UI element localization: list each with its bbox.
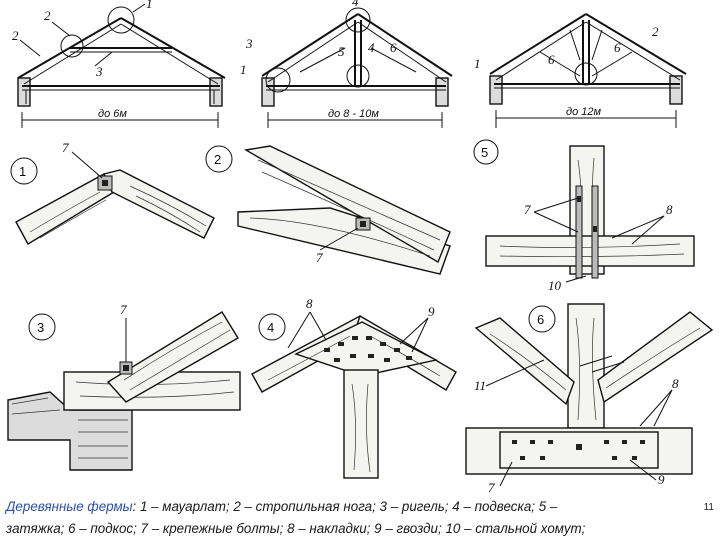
label-5: 5 [338, 44, 345, 59]
detail-1-ridge-joint: 1 7 [10, 140, 215, 245]
caption-title: Деревянные фермы [6, 499, 133, 514]
label-7: 7 [524, 202, 531, 217]
wall-left-c [489, 75, 503, 105]
caption-line-1-rest: : 1 – мауарлат; 2 – стропильная нога; 3 … [132, 499, 558, 514]
tie-beam-5 [485, 235, 695, 267]
detail-number-3: 3 [37, 320, 44, 335]
label-6: 6 [390, 40, 397, 55]
detail-number-2: 2 [214, 152, 221, 167]
span-label-a: до 6м [98, 108, 127, 120]
nail-pattern-4 [324, 336, 412, 362]
label-2: 2 [12, 28, 19, 43]
label-3: 3 [245, 36, 253, 51]
detail-6-braced-joint: 6 11 8 7 9 [465, 303, 714, 495]
label-6: 6 [614, 40, 621, 55]
page-number: 11 [703, 502, 714, 513]
caption-line-2: затяжка; 6 – подкос; 7 – крепежные болты… [6, 521, 586, 536]
detail-3-mauerlat-joint: 3 7 [7, 302, 241, 471]
label-11: 11 [474, 378, 486, 393]
label-9: 9 [658, 472, 665, 487]
label-1: 1 [146, 0, 153, 11]
detail-4-ridge-with-overlays: 4 8 9 [251, 296, 457, 479]
vertical-post-6 [567, 303, 605, 429]
label-3: 3 [95, 64, 103, 79]
caption-line-1: Деревянные фермы: 1 – мауарлат; 2 – стро… [6, 496, 696, 518]
hanger-post-4 [343, 369, 379, 479]
label-1: 1 [474, 56, 481, 71]
label-8: 8 [672, 376, 679, 391]
label-2: 2 [44, 8, 51, 23]
wall-left-a [17, 77, 31, 107]
label-7: 7 [120, 302, 127, 317]
label-1: 1 [240, 62, 247, 77]
detail-2-tie-joint: 2 7 [205, 145, 451, 275]
label-6: 6 [548, 52, 555, 67]
label-8: 8 [306, 296, 313, 311]
wall-right-c [669, 75, 683, 105]
nail-pattern-6 [512, 440, 645, 460]
figure-caption: Деревянные фермы: 1 – мауарлат; 2 – стро… [6, 496, 696, 540]
label-7: 7 [488, 480, 495, 495]
label-2: 2 [652, 24, 659, 39]
truss-diagram: 1 2 2 3 до 6м 4 3 1 4 5 6 до 8 - 10м [7, 0, 714, 495]
detail-number-5: 5 [481, 145, 488, 160]
wall-left-b [261, 77, 275, 107]
span-label-c: до 12м [566, 106, 601, 118]
detail-number-1: 1 [19, 164, 26, 179]
label-9: 9 [428, 304, 435, 319]
truss-scheme-8-10m: 4 3 1 4 5 6 до 8 - 10м [240, 0, 453, 128]
wall-right-b [435, 77, 449, 107]
label-4: 4 [368, 40, 375, 55]
label-8: 8 [666, 202, 673, 217]
label-7: 7 [316, 250, 323, 265]
truss-scheme-6m: 1 2 2 3 до 6м [12, 0, 226, 128]
gusset-plate-4 [294, 321, 439, 377]
detail-number-6: 6 [537, 312, 544, 327]
label-7: 7 [62, 140, 69, 155]
truss-scheme-12m: 2 6 6 1 до 12м [474, 13, 687, 128]
label-10: 10 [548, 278, 562, 293]
span-label-b: до 8 - 10м [328, 108, 379, 120]
detail-number-4: 4 [267, 320, 274, 335]
detail-5-suspension-joint: 5 7 8 10 [473, 139, 695, 293]
label-4: 4 [352, 0, 359, 9]
